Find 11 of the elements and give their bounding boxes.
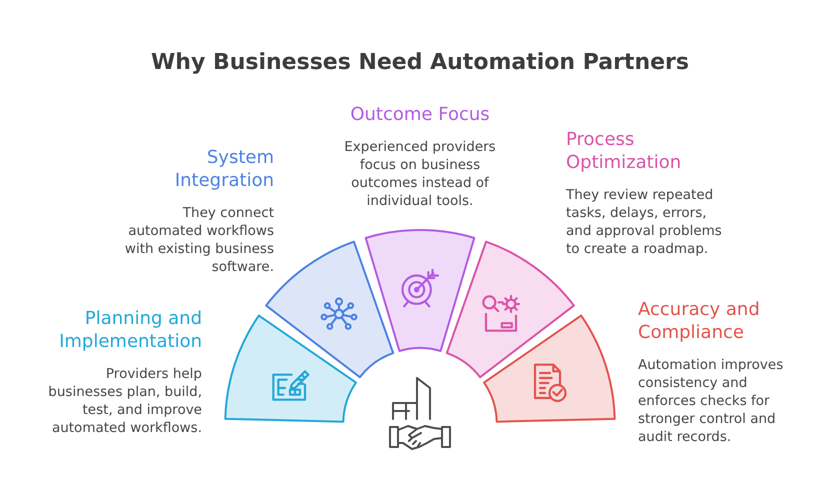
section-heading: Accuracy and Compliance [638, 299, 760, 343]
section-heading: Outcome Focus [350, 104, 490, 125]
description-text: They review repeated tasks, delays, errors, and approval problems to create a roadmap. [566, 187, 722, 257]
section-heading: Planning and Implementation [59, 308, 202, 352]
section-heading: System Integration [174, 147, 274, 191]
description-text: They connect automated workflows with existing business software. [124, 205, 274, 275]
title: Why Businesses Need Automation Partners [151, 50, 689, 75]
description-text: Providers help businesses plan, build, test, and improve automated workflows. [48, 366, 202, 436]
section-heading: Process Optimization [566, 129, 682, 173]
description-text: Experienced providers focus on business outcomes instead of individual tools. [344, 139, 496, 209]
description-text: Automation improves consistency and enforces checks for stronger control and audit records. [638, 357, 784, 445]
